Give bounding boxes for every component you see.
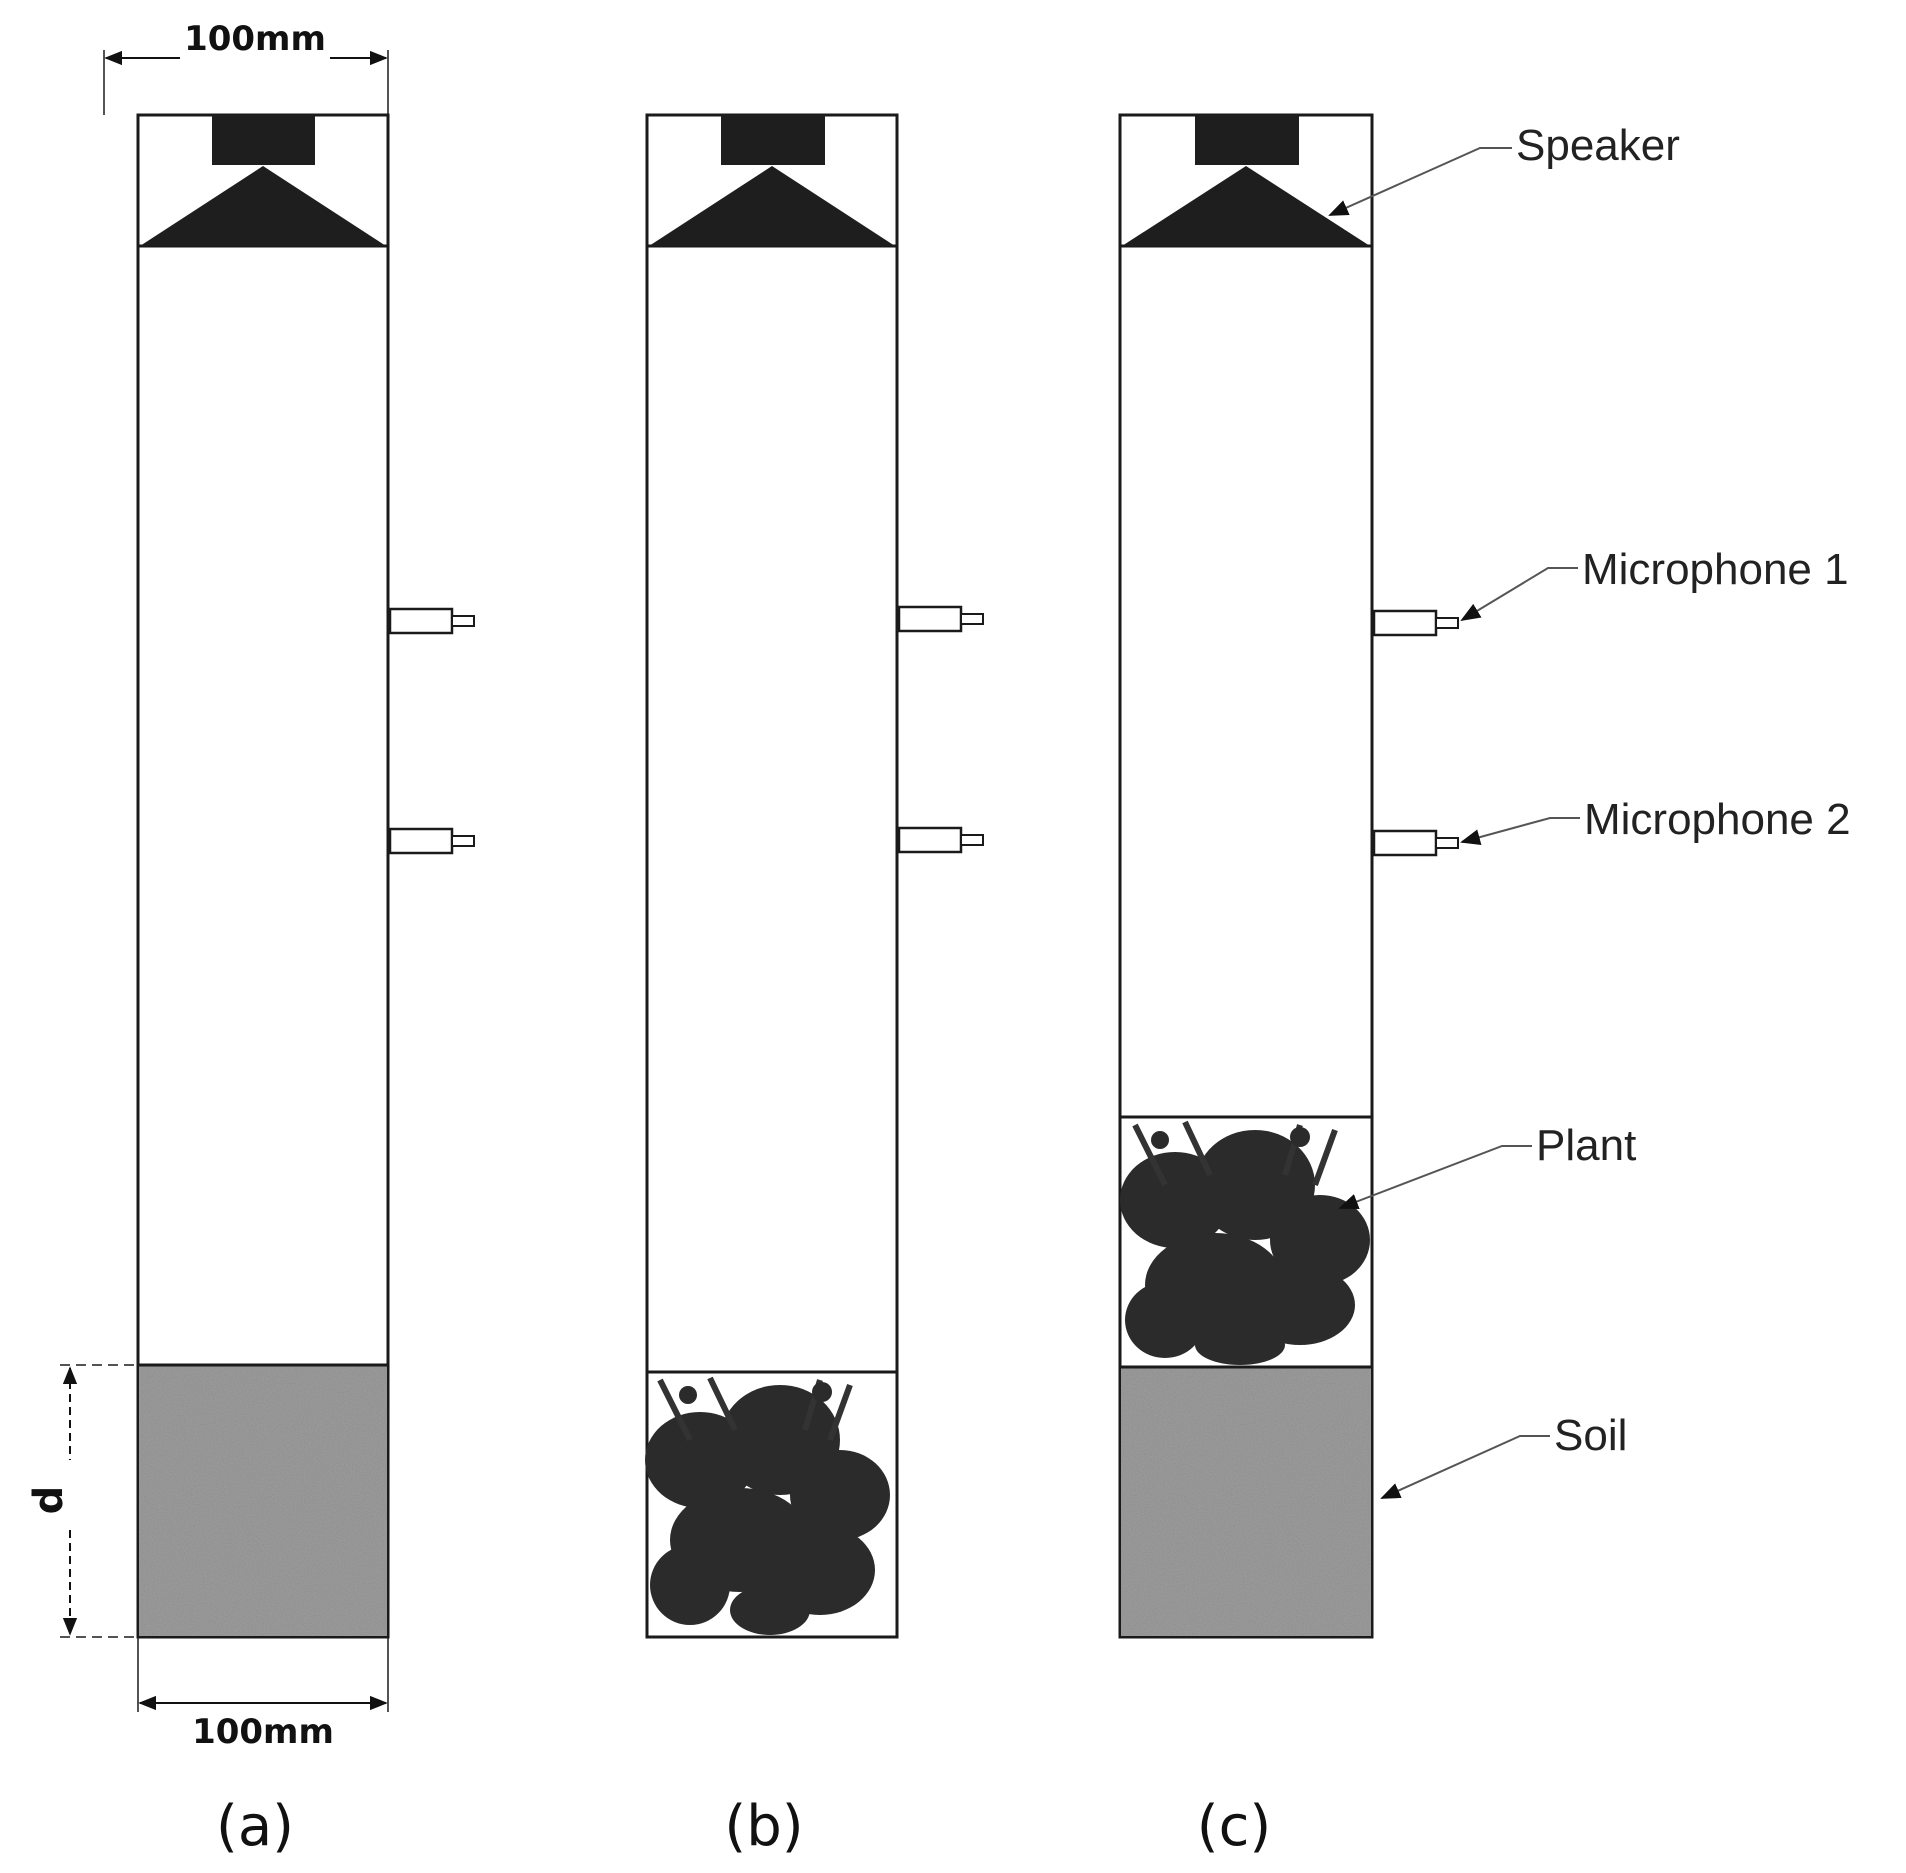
tube-c-soil [1121, 1367, 1371, 1636]
tube-a-microphone-1 [388, 607, 475, 635]
tube-a-speaker-magnet [212, 115, 315, 165]
tube-a-soil [139, 1365, 387, 1636]
tube-b-speaker-cone [649, 166, 895, 246]
tube-b-plant [645, 1376, 890, 1635]
speaker-callout: Speaker [1328, 121, 1680, 216]
tube-c-plant [1120, 1120, 1370, 1365]
tube-b-speaker-magnet [721, 115, 825, 165]
tube-c-microphone-2 [1372, 829, 1459, 857]
soil-label: Soil [1554, 1411, 1627, 1460]
microphone-2-callout: Microphone 2 [1460, 795, 1851, 845]
speaker-label: Speaker [1516, 121, 1680, 170]
microphone-1-callout: Microphone 1 [1460, 545, 1849, 622]
plant-label: Plant [1536, 1121, 1636, 1170]
tube-c-speaker-magnet [1195, 115, 1299, 165]
depth-dimension: d [26, 1364, 138, 1638]
callouts: Speaker Microphone 1 Microphone 2 Plant … [1328, 121, 1851, 1499]
tube-a-microphone-2 [388, 827, 475, 855]
microphone-1-label: Microphone 1 [1582, 545, 1849, 594]
caption-a: (a) [216, 1794, 294, 1859]
caption-c: (c) [1197, 1794, 1271, 1859]
tube-a-speaker-cone [140, 166, 386, 246]
top-width-dimension: 100mm [103, 19, 389, 115]
microphone-2-label: Microphone 2 [1584, 795, 1851, 844]
tube-b-microphone-2 [897, 826, 984, 854]
tube-c-speaker-cone [1122, 166, 1370, 246]
tube-c-microphone-1 [1372, 609, 1459, 637]
depth-label: d [26, 1486, 72, 1515]
tube-c [1118, 113, 1459, 1639]
top-width-label: 100mm [184, 19, 326, 59]
bottom-width-label: 100mm [192, 1712, 334, 1752]
plant-callout: Plant [1338, 1121, 1636, 1210]
tube-b [645, 113, 984, 1639]
tube-a: 100mm 100mm d [26, 19, 475, 1752]
bottom-width-dimension: 100mm [137, 1637, 389, 1752]
soil-callout: Soil [1380, 1411, 1627, 1499]
tube-b-microphone-1 [897, 605, 984, 633]
caption-b: (b) [724, 1794, 803, 1859]
